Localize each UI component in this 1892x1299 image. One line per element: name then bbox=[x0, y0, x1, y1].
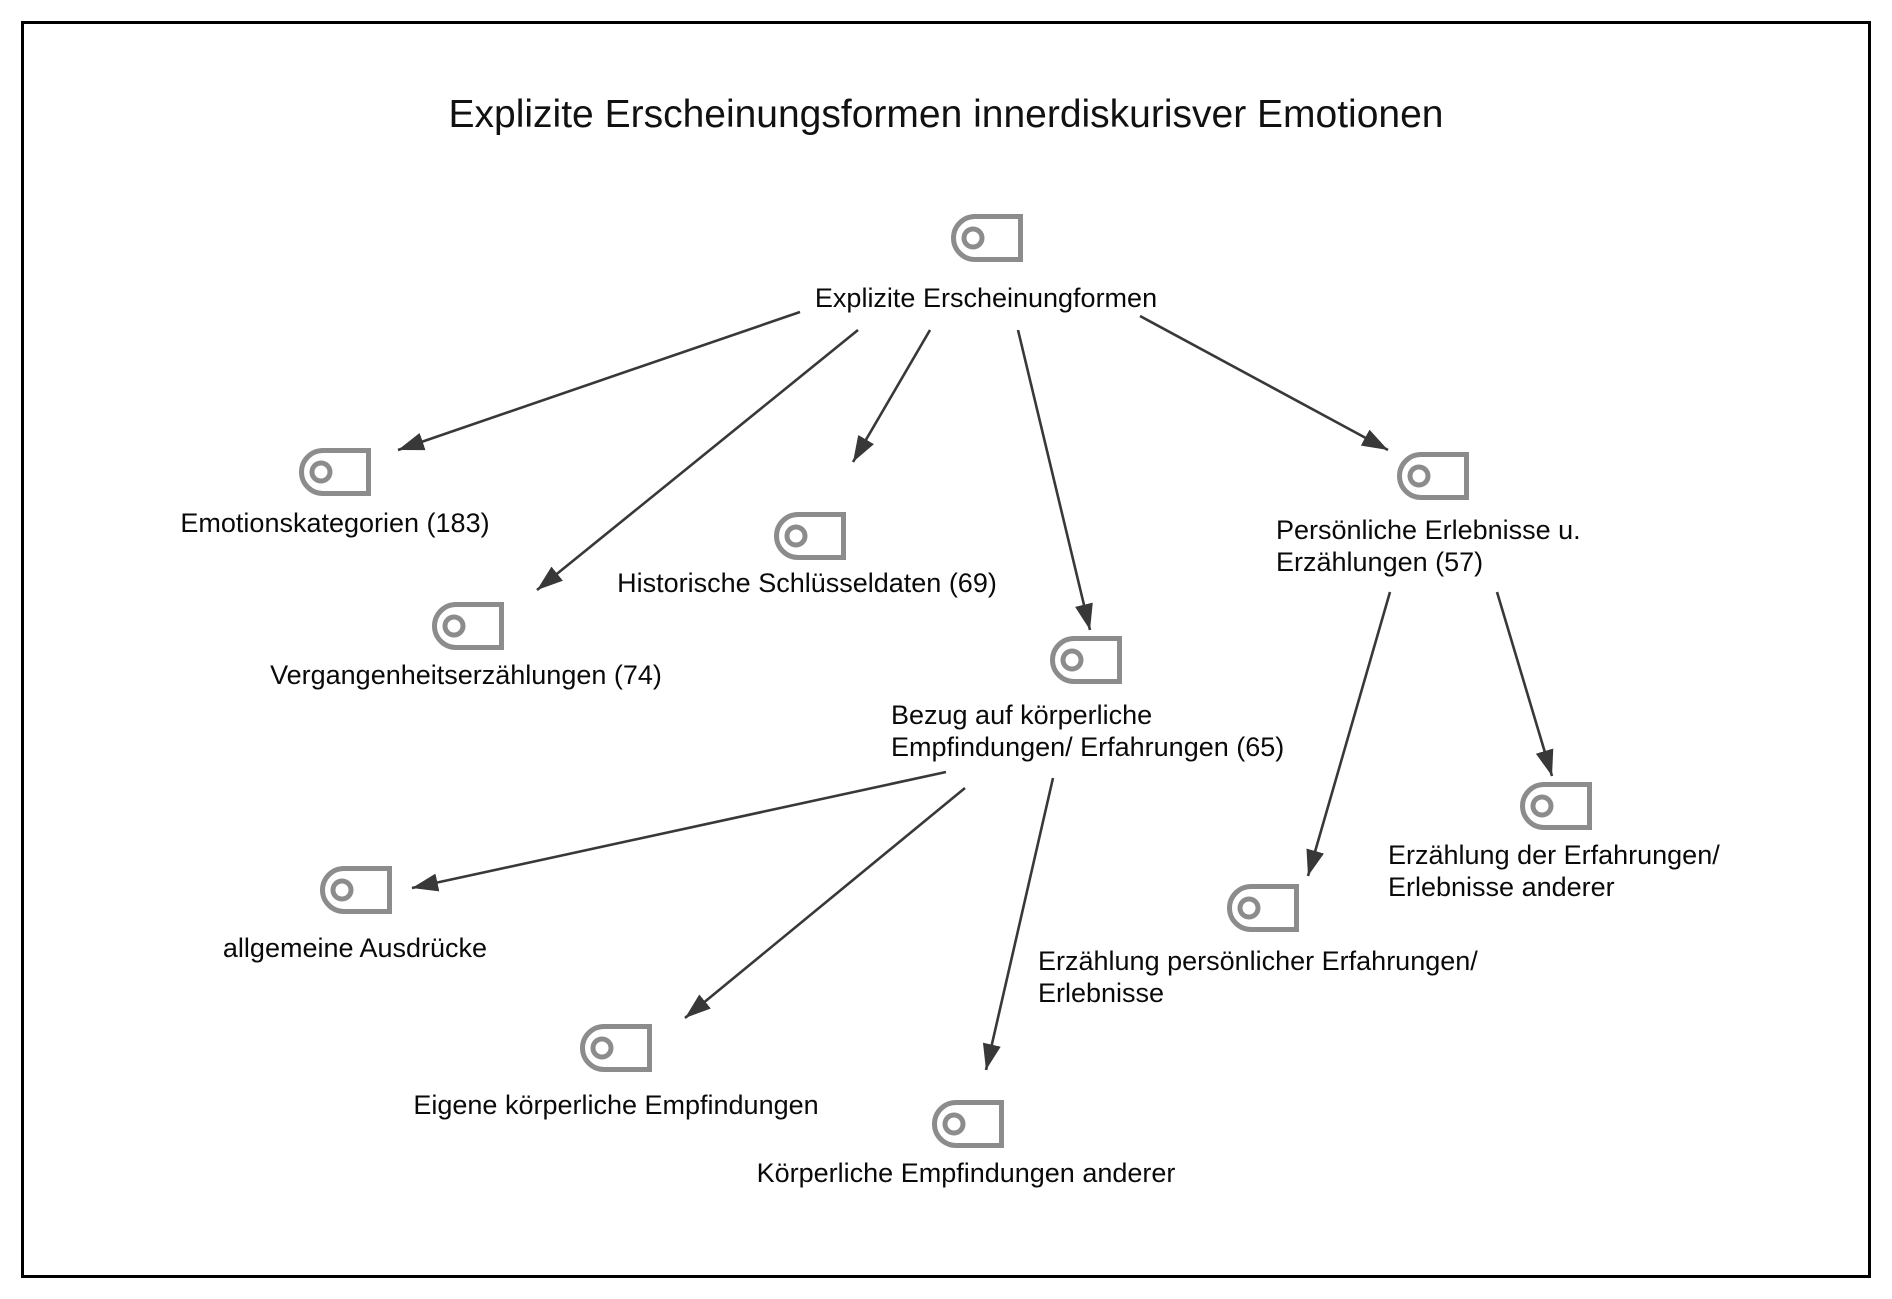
node-vergangenheitserzaehlungen-label: Vergangenheitserzählungen (74) bbox=[270, 660, 662, 690]
code-icon bbox=[299, 448, 371, 496]
code-icon bbox=[1227, 884, 1299, 932]
node-erzaehlung-anderer-label: Erzählung der Erfahrungen/ Erlebnisse an… bbox=[1388, 840, 1720, 902]
node-persoenliche-erlebnisse-label: Persönliche Erlebnisse u. Erzählungen (5… bbox=[1276, 515, 1581, 577]
code-icon bbox=[320, 866, 392, 914]
node-eigene-koerperliche-label: Eigene körperliche Empfindungen bbox=[413, 1090, 819, 1120]
edge-root-emotionskategorien bbox=[397, 310, 801, 452]
node-root-label: Explizite Erscheinungformen bbox=[814, 283, 1158, 313]
edge-bezug-allgemeine-ausdruecke bbox=[411, 770, 947, 892]
code-icon bbox=[932, 1100, 1004, 1148]
edge-root-historische-schluesseldaten bbox=[851, 329, 932, 463]
edge-persoenliche-erzaehlung-anderer bbox=[1495, 591, 1554, 777]
edge-root-vergangenheitserzaehlungen bbox=[536, 328, 859, 592]
diagram-title: Explizite Erscheinungsformen innerdiskur… bbox=[448, 93, 1444, 136]
edge-root-persoenliche-erlebnisse bbox=[1139, 314, 1389, 452]
code-icon bbox=[432, 602, 504, 650]
edge-bezug-koerperliche-anderer bbox=[982, 777, 1055, 1071]
edge-root-bezug-koerperliche bbox=[1016, 329, 1093, 631]
edge-bezug-eigene-koerperliche bbox=[684, 786, 966, 1020]
code-icon bbox=[1397, 452, 1469, 500]
node-historische-schluesseldaten-label: Historische Schlüsseldaten (69) bbox=[617, 568, 997, 598]
code-icon bbox=[774, 512, 846, 560]
node-emotionskategorien-label: Emotionskategorien (183) bbox=[180, 508, 490, 538]
node-allgemeine-ausdruecke-label: allgemeine Ausdrücke bbox=[222, 933, 488, 963]
node-koerperliche-anderer-label: Körperliche Empfindungen anderer bbox=[756, 1158, 1176, 1188]
code-icon bbox=[1520, 782, 1592, 830]
node-erzaehlung-persoenlicher-label: Erzählung persönlicher Erfahrungen/ Erle… bbox=[1038, 946, 1478, 1008]
code-icon bbox=[951, 214, 1023, 262]
code-icon bbox=[1050, 636, 1122, 684]
code-icon bbox=[580, 1024, 652, 1072]
edge-persoenliche-erzaehlung-persoenlicher bbox=[1306, 591, 1392, 877]
node-bezug-koerperliche-label: Bezug auf körperliche Empfindungen/ Erfa… bbox=[891, 700, 1285, 762]
